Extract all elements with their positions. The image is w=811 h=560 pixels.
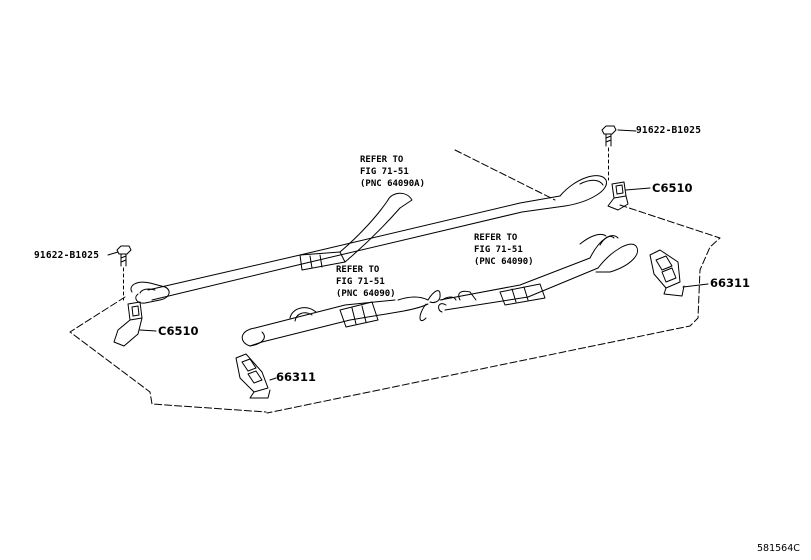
callout-anchor-right: 66311 [710, 276, 751, 290]
illustration-number: 581564C [757, 543, 800, 554]
reference-line: (PNC 64090A) [360, 179, 426, 189]
reference-line: FIG 71-51 [474, 245, 523, 255]
callout-bracket-left: C6510 [158, 324, 199, 338]
short-strap-right [438, 233, 638, 313]
short-strap-left [241, 290, 441, 347]
floor-outline [69, 149, 721, 414]
reference-line: REFER TO [474, 233, 518, 243]
callout-bolt-left: 91622-B1025 [34, 250, 100, 261]
callout-bracket-right: C6510 [652, 181, 693, 195]
bracket-right [607, 181, 651, 211]
bracket-left [113, 301, 157, 347]
reference-line: REFER TO [360, 155, 404, 165]
reference-note-short-strap-left: REFER TO FIG 71-51 (PNC 64090) [336, 264, 396, 300]
reference-line: FIG 71-51 [360, 167, 409, 177]
reference-line: FIG 71-51 [336, 277, 385, 287]
anchor-right [649, 249, 709, 297]
bolt-right [601, 125, 617, 181]
anchor-center [235, 353, 277, 399]
leader-bolt-right [617, 129, 637, 132]
long-strap [130, 175, 607, 304]
reference-note-long-strap: REFER TO FIG 71-51 (PNC 64090A) [360, 154, 425, 190]
leader-bolt-left [107, 251, 119, 256]
reference-line: (PNC 64090) [474, 257, 534, 267]
reference-note-short-strap-right: REFER TO FIG 71-51 (PNC 64090) [474, 232, 534, 268]
reference-line: REFER TO [336, 265, 380, 275]
bolt-left [116, 245, 132, 301]
callout-anchor-center: 66311 [276, 370, 317, 384]
callout-bolt-right: 91622-B1025 [636, 125, 702, 136]
reference-line: (PNC 64090) [336, 289, 396, 299]
